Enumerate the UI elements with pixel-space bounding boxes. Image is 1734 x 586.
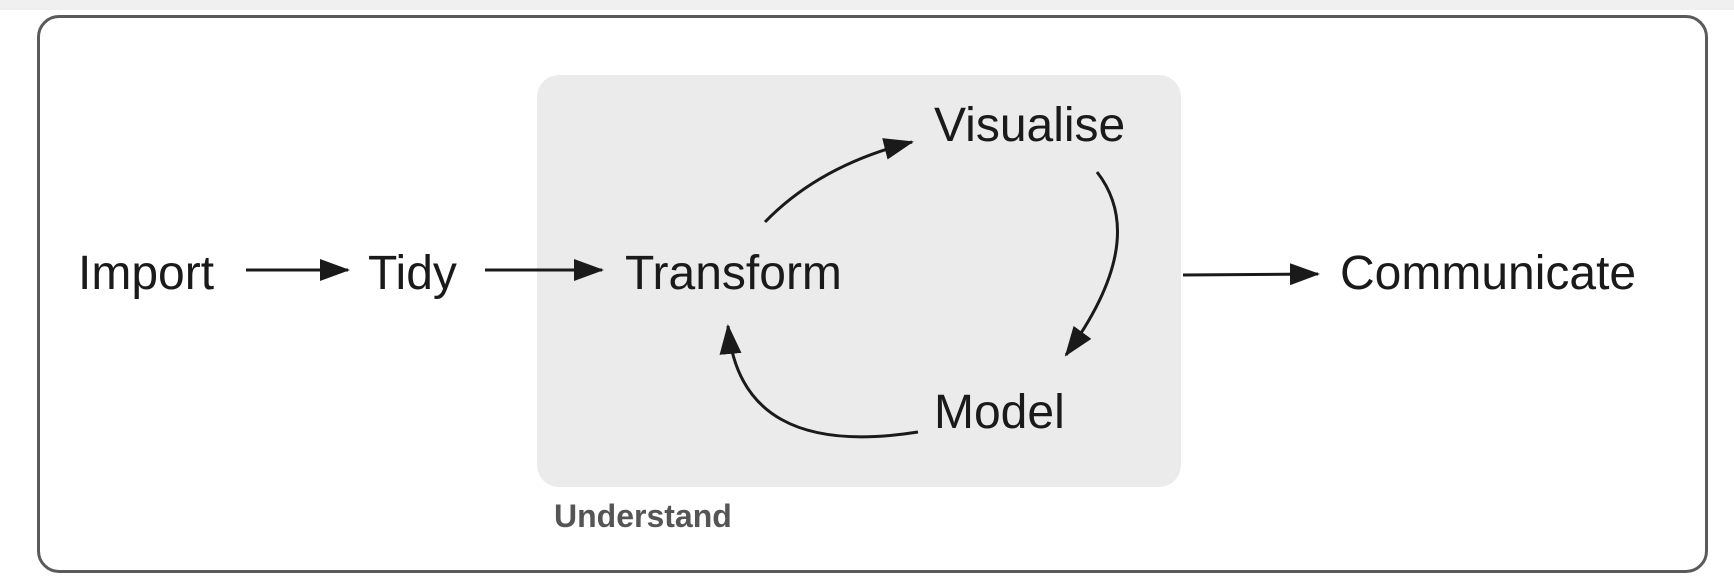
understand-label: Understand [554,498,732,534]
node-tidy: Tidy [368,247,457,300]
node-transform: Transform [625,247,842,300]
arrow-visualise-to-model [1064,171,1119,357]
node-visualise: Visualise [934,99,1126,152]
arrow-transform-to-visualise [763,138,914,224]
understand-group [537,75,1181,487]
arrow-understand-to-communicate [1182,263,1320,286]
node-model: Model [934,386,1065,439]
arrow-model-to-transform [719,324,919,439]
top-strip [0,0,1734,10]
node-communicate: Communicate [1340,247,1637,300]
node-import: Import [78,247,215,300]
